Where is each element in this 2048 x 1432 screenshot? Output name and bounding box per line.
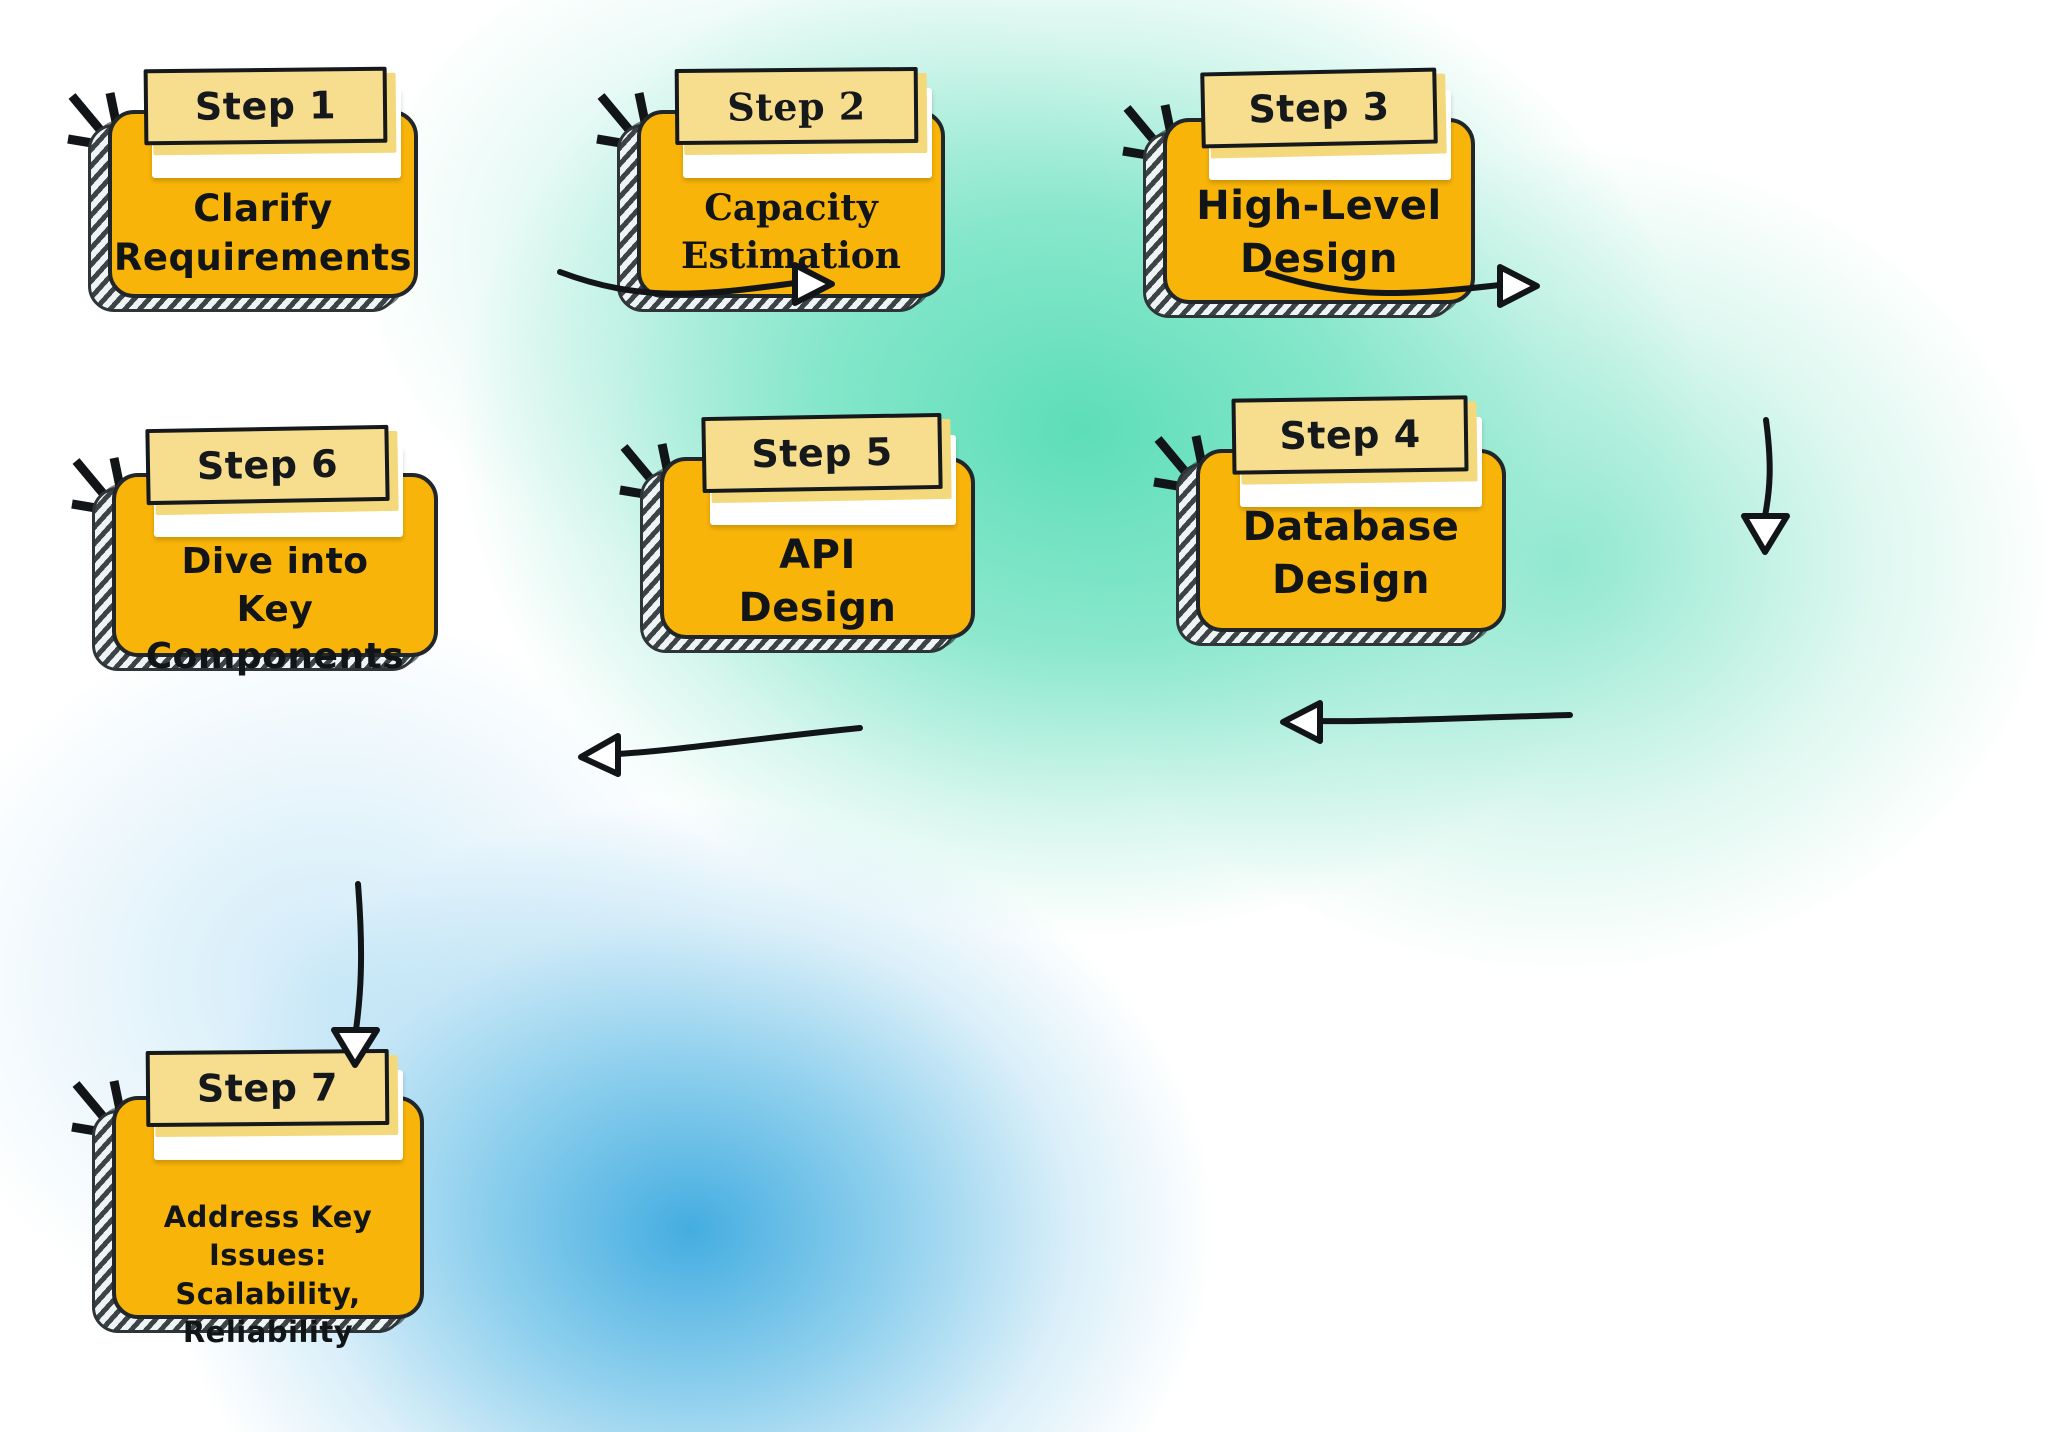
connector-step4-step5 (1280, 700, 1573, 744)
step-chip-step4[interactable]: Step 4 (1231, 395, 1469, 475)
step-chip-step7[interactable]: Step 7 (145, 1048, 390, 1128)
step-chip-label: Step 2 (727, 82, 866, 130)
step-chip-step5[interactable]: Step 5 (701, 412, 943, 494)
step-chip-label: Step 3 (1247, 84, 1391, 132)
connector-step3-step4 (1741, 417, 1790, 555)
step-chip-label: Step 4 (1279, 412, 1421, 458)
step-chip-label: Step 1 (194, 83, 337, 129)
step-chip-label: Step 6 (196, 441, 339, 489)
connector-step6-step7 (331, 881, 380, 1068)
step-chip-step1[interactable]: Step 1 (143, 66, 388, 146)
step-chip-label: Step 5 (751, 429, 893, 477)
step-chip-step2[interactable]: Step 2 (674, 66, 919, 146)
step-chip-step3[interactable]: Step 3 (1200, 67, 1438, 149)
connector-step5-step6 (578, 725, 863, 777)
step-chip-label: Step 7 (196, 1065, 339, 1111)
step-chip-step6[interactable]: Step 6 (145, 424, 390, 506)
